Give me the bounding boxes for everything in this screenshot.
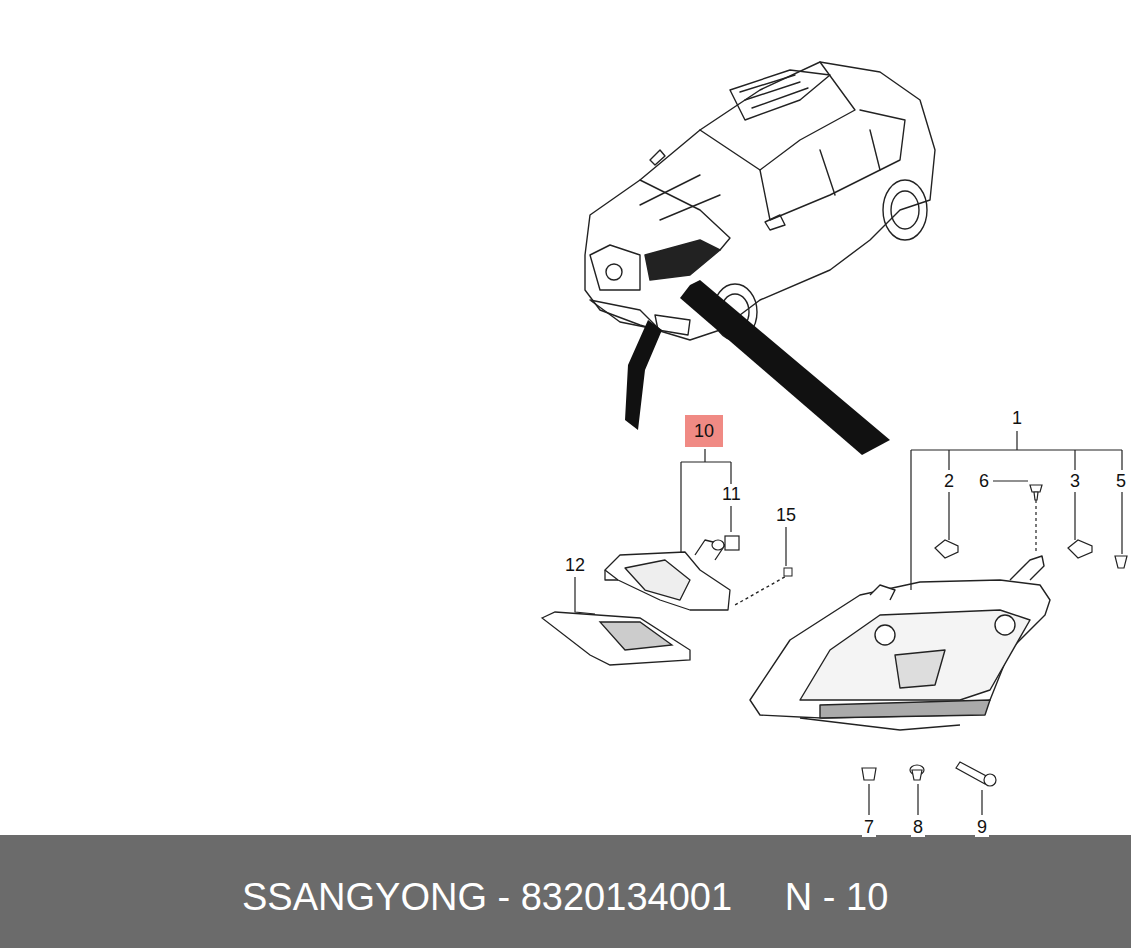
callout-number: 3 xyxy=(1068,471,1082,491)
callout-number: 9 xyxy=(975,817,989,837)
callout-number: 7 xyxy=(862,817,876,837)
callout-number: 6 xyxy=(977,471,991,491)
callout-number: 2 xyxy=(942,471,956,491)
callout-number: 12 xyxy=(563,555,587,575)
callout-number: 10 xyxy=(694,422,714,440)
highlighted-callout: 10 xyxy=(685,415,723,447)
part-number-caption: SSANGYONG - 8320134001 N - 10 xyxy=(242,878,888,916)
callout-number: 11 xyxy=(720,484,743,504)
callout-number: 15 xyxy=(774,505,798,525)
callout-number: 5 xyxy=(1114,471,1128,491)
callout-number: 1 xyxy=(1010,408,1024,428)
callout-number: 8 xyxy=(911,817,925,837)
